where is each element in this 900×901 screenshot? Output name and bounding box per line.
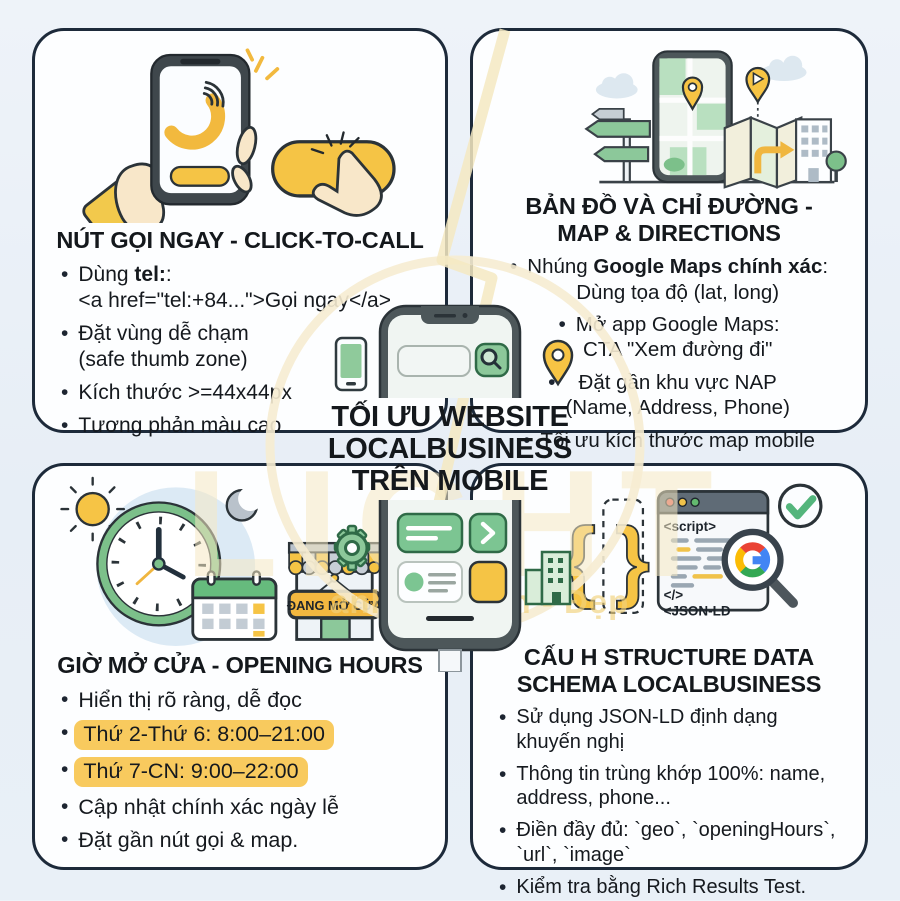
bullet-dot: • bbox=[61, 413, 69, 437]
home-indicator bbox=[426, 615, 474, 621]
bullet-item: • Thông tin trùng khớp 100%: name, addres… bbox=[499, 762, 847, 812]
building-icon bbox=[795, 118, 833, 184]
calendar-icon bbox=[191, 570, 278, 641]
bullet-text: Mở app Google Maps: CTA "Xem đường đi" bbox=[575, 312, 780, 362]
opening-hours-bullet-list: •Hiển thị rõ ràng, dễ đọc•Thứ 2-Thứ 6: 8… bbox=[53, 687, 427, 854]
bullet-text: Đặt vùng dễ chạm (safe thumb zone) bbox=[78, 321, 249, 371]
card-title-opening-hours: GIỜ MỞ CỬA - OPENING HOURS bbox=[57, 652, 423, 678]
bullet-dot: • bbox=[61, 794, 69, 818]
bullet-text: Hiển thị rõ ràng, dễ đọc bbox=[78, 687, 302, 712]
bullet-item: • Đặt gần nút gọi & map. bbox=[61, 827, 427, 854]
card-title-map-directions: BẢN ĐỒ VÀ CHỈ ĐƯỜNG - MAP & DIRECTIONS bbox=[525, 193, 813, 246]
center-phone-top bbox=[334, 304, 574, 398]
bullet-text: Kích thước >=44x44px bbox=[78, 380, 292, 404]
map-pin-icon bbox=[681, 76, 704, 112]
center-phone-illustration: TỐI ƯU WEBSITE LOCALBUSINESS TRÊN MOBILE bbox=[318, 298, 582, 672]
card-title-click-to-call: NÚT GỌI NGAY - CLICK-TO-CALL bbox=[56, 227, 424, 253]
finger-shape bbox=[231, 164, 253, 194]
bullet-dot: • bbox=[499, 819, 507, 843]
bullet-dot: • bbox=[61, 262, 69, 286]
map-phone-illustration bbox=[584, 50, 847, 189]
curly-brace-right-icon: } bbox=[615, 510, 650, 610]
card-opening-hours: ĐANG MỞ CỬA GIỜ MỞ CỬA - OPENING HOURS •… bbox=[32, 463, 448, 870]
map-pin-icon bbox=[542, 339, 574, 387]
google-g-logo bbox=[735, 542, 771, 578]
call-waves-icon bbox=[202, 80, 225, 108]
phone-map-icon bbox=[652, 50, 733, 184]
script-tag-label: <script> bbox=[664, 519, 717, 534]
app-card-list bbox=[397, 560, 463, 603]
magnifier-google-icon bbox=[721, 528, 799, 608]
bullet-item: • Sử dụng JSON-LD định dạng khuyến nghị bbox=[499, 705, 847, 755]
call-handset-icon bbox=[164, 93, 226, 150]
bullet-text: Tương phản màu cao bbox=[78, 413, 282, 437]
bullet-dot: • bbox=[61, 321, 69, 345]
bullet-text: Đặt gần khu vực NAP (Name, Address, Phon… bbox=[565, 370, 790, 420]
center-phone-bottom bbox=[333, 499, 572, 672]
bullet-item: • Hiển thị rõ ràng, dễ đọc bbox=[61, 687, 427, 714]
app-card-yellow bbox=[468, 560, 508, 603]
spark-lines-icon bbox=[245, 48, 280, 81]
search-button bbox=[474, 342, 510, 378]
thumb-shape bbox=[235, 125, 258, 166]
phone-screen bbox=[159, 66, 241, 194]
building-icon bbox=[524, 550, 572, 605]
main-title: TỐI ƯU WEBSITE LOCALBUSINESS TRÊN MOBILE bbox=[327, 401, 573, 497]
bullet-dot: • bbox=[499, 762, 507, 786]
traffic-dot-red bbox=[665, 497, 675, 507]
bullet-text: Điền đầy đủ: `geo`, `openingHours`, `url… bbox=[516, 819, 836, 867]
bullet-dot: • bbox=[61, 757, 69, 781]
chevron-button bbox=[468, 512, 508, 553]
bullet-item: •Thứ 2-Thứ 6: 8:00–21:00 bbox=[61, 720, 427, 750]
bullet-dot: • bbox=[499, 706, 507, 730]
bullet-dot: • bbox=[61, 687, 69, 711]
phone-speaker bbox=[180, 58, 221, 65]
moon-icon bbox=[225, 486, 263, 522]
bullet-dot: • bbox=[61, 380, 69, 404]
traffic-dot-green bbox=[690, 497, 700, 507]
phone-stand-stem bbox=[438, 648, 462, 672]
bullet-text: Thông tin trùng khớp 100%: name, address… bbox=[516, 762, 826, 810]
card-title-structured-data: CẤU H STRUCTURE DATA SCHEMA LOCALBUSINES… bbox=[516, 644, 822, 697]
bullet-item: • Kiểm tra bằng Rich Results Test. bbox=[499, 875, 847, 901]
structured-data-bullet-list: • Sử dụng JSON-LD định dạng khuyến nghị • T… bbox=[491, 705, 847, 901]
jsonld-label: <JSON-LD bbox=[664, 604, 731, 619]
map-directions-illustration bbox=[491, 41, 847, 189]
sun-icon bbox=[60, 476, 126, 542]
tapping-hand-icon bbox=[310, 131, 383, 217]
hand-phone-call-illustration bbox=[82, 48, 396, 223]
search-input bbox=[397, 345, 471, 377]
tap-starburst-icon bbox=[310, 131, 360, 155]
bullet-item: • Điền đầy đủ: `geo`, `openingHours`, `ur… bbox=[499, 818, 847, 868]
tree-icon bbox=[825, 150, 847, 183]
call-button-on-screen bbox=[169, 165, 230, 187]
bullet-dot: • bbox=[509, 255, 518, 279]
bullet-text: Sử dụng JSON-LD định dạng khuyến nghị bbox=[516, 706, 778, 753]
clock-icon bbox=[96, 501, 222, 627]
bullet-dot: • bbox=[61, 828, 69, 852]
signpost-icon bbox=[584, 108, 651, 184]
bullet-text: Thứ 7-CN: 9:00–22:00 bbox=[74, 756, 308, 787]
bullet-text: Kiểm tra bằng Rich Results Test. bbox=[516, 875, 807, 898]
turn-arrow-icon bbox=[754, 141, 795, 174]
bullet-item: • Đặt vùng dễ chạm (safe thumb zone) bbox=[61, 321, 427, 373]
bullet-item: •Thứ 7-CN: 9:00–22:00 bbox=[61, 756, 427, 787]
bullet-item: • Cập nhật chính xác ngày lễ bbox=[61, 794, 427, 821]
cloud-icon bbox=[595, 55, 807, 99]
click-to-call-illustration bbox=[53, 41, 427, 223]
bullet-text: Đặt gần nút gọi & map. bbox=[78, 828, 299, 853]
bullet-dot: • bbox=[499, 875, 507, 899]
traffic-dot-yellow bbox=[677, 497, 688, 507]
bullet-dot: • bbox=[61, 721, 69, 745]
code-lines bbox=[670, 538, 732, 588]
bullet-text: Thứ 2-Thứ 6: 8:00–21:00 bbox=[74, 720, 334, 750]
close-tag-label: </> bbox=[664, 587, 684, 602]
app-card-green bbox=[396, 512, 464, 553]
smartphone-icon bbox=[334, 336, 368, 392]
bullet-text: Cập nhật chính xác ngày lễ bbox=[78, 794, 339, 819]
gear-icon bbox=[333, 524, 371, 571]
check-circle-icon bbox=[778, 483, 823, 529]
